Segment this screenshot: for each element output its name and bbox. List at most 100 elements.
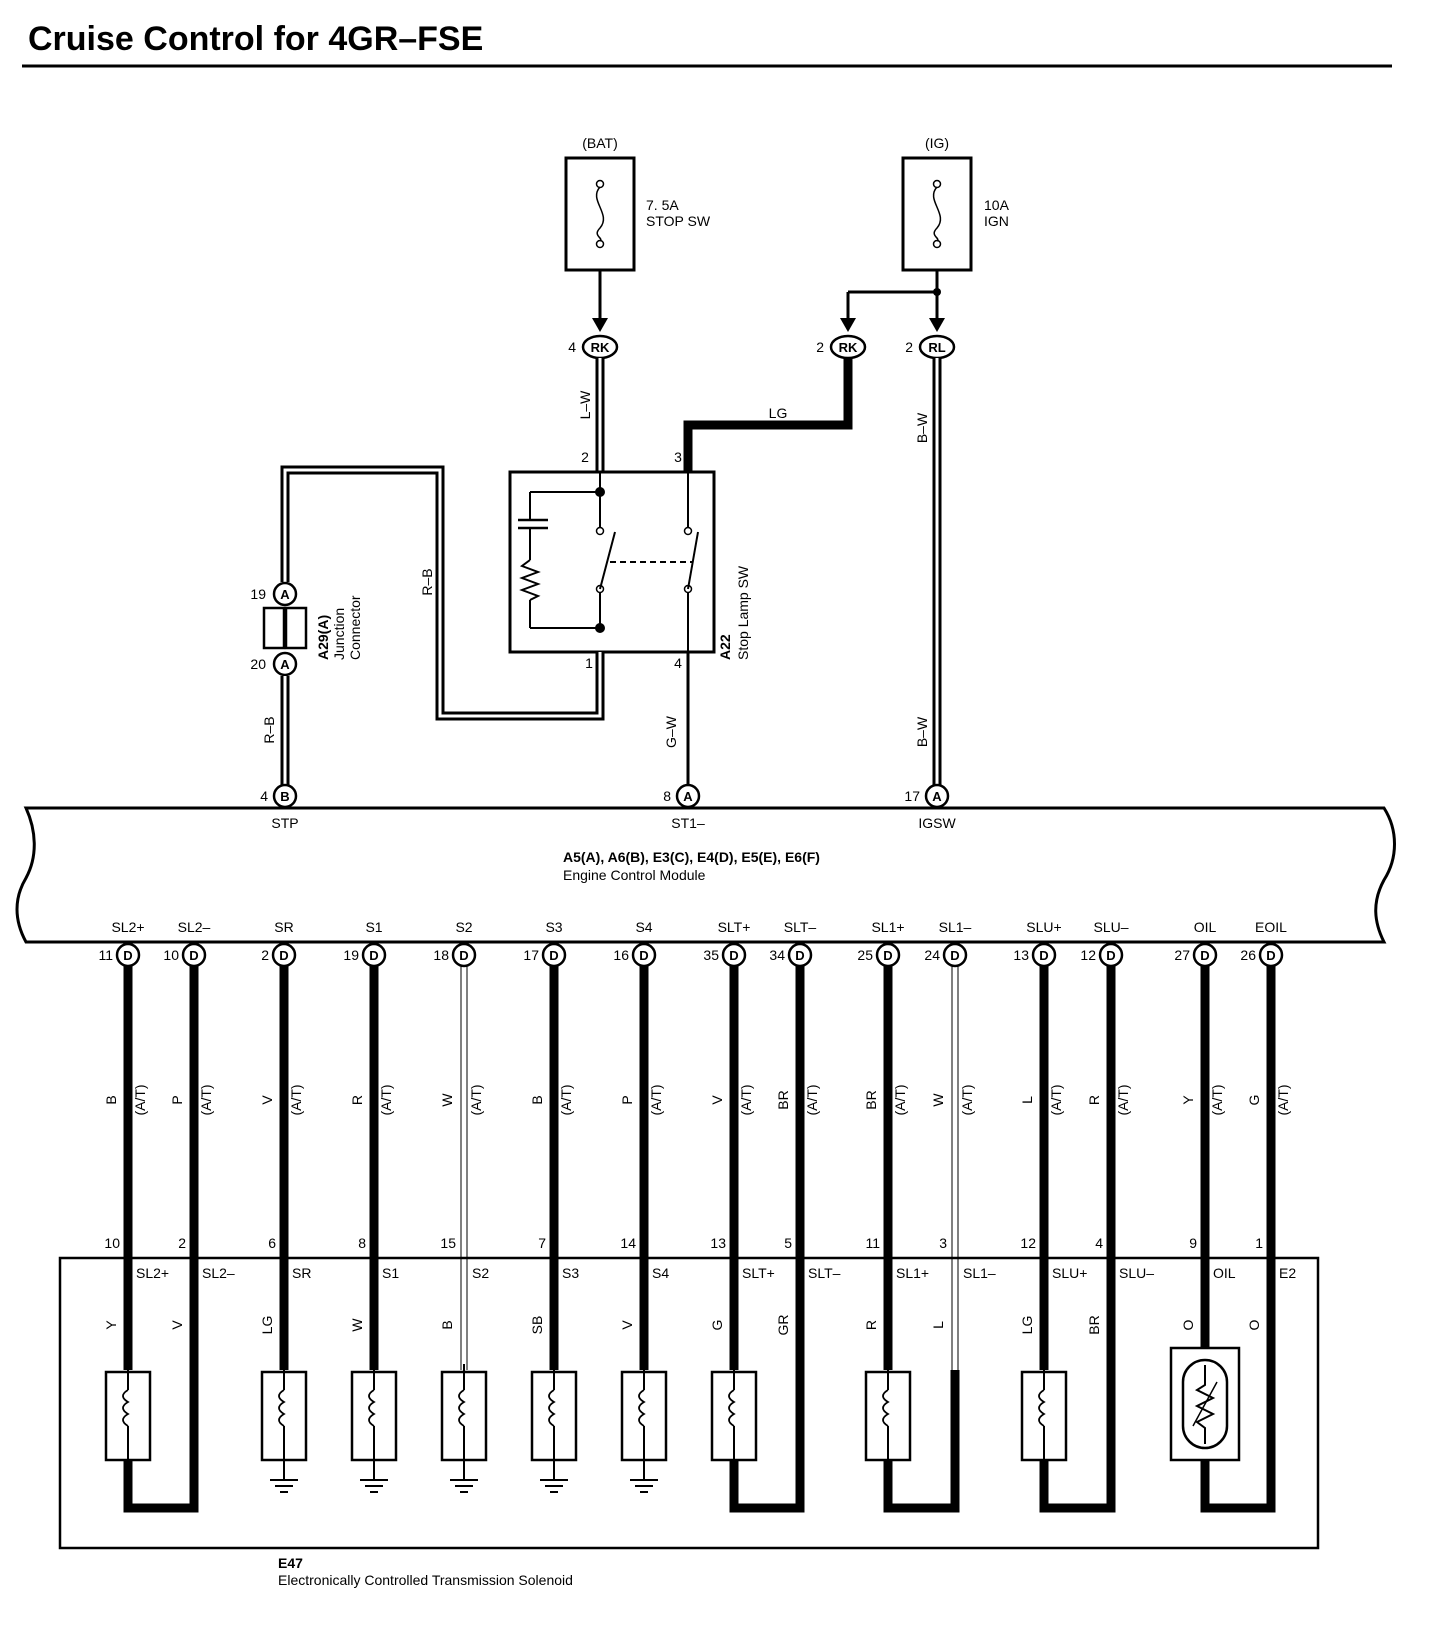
terminal-label: SLU– (1119, 1265, 1154, 1281)
terminal-label: SLT– (808, 1265, 841, 1281)
terminal-label: OIL (1194, 919, 1217, 935)
wire-color-label: B–W (914, 412, 930, 443)
e47-id: E47 (278, 1555, 303, 1571)
wire-note-label: (A/T) (959, 1084, 975, 1115)
pin-number: 3 (674, 449, 682, 465)
terminal-label: SLT+ (742, 1265, 775, 1281)
terminal-label: ST1– (671, 815, 705, 831)
ecm-pin-igsw: 17 A IGSW (904, 783, 956, 831)
pin-number: 35 (703, 947, 719, 963)
wire-note-label: (A/T) (804, 1084, 820, 1115)
solenoid-coil (530, 1364, 578, 1468)
pin-number: 4 (1095, 1235, 1103, 1251)
solenoid-coil (1020, 1364, 1068, 1468)
terminal-label: EOIL (1255, 919, 1287, 935)
connector-code: D (1106, 948, 1115, 963)
solenoid-coil (260, 1364, 308, 1468)
wire-note-label: (A/T) (648, 1084, 664, 1115)
component-name: Connector (347, 595, 363, 660)
wire-note-label: (A/T) (558, 1084, 574, 1115)
coil-icon (122, 1389, 130, 1427)
connector-code: RK (591, 340, 610, 355)
wire-color-label: V (709, 1095, 725, 1105)
connector-code: D (369, 948, 378, 963)
ground-icon (360, 1460, 388, 1493)
pin-number: 15 (440, 1235, 456, 1251)
wire-color-label: W (930, 1093, 946, 1107)
wire-color-label: R (1086, 1095, 1102, 1105)
connector-code: D (189, 948, 198, 963)
wire-color-label: LG (259, 1316, 275, 1335)
pin-number: 9 (1189, 1235, 1197, 1251)
connector-code: D (279, 948, 288, 963)
wire-color-label: B (103, 1095, 119, 1104)
pin-number: 11 (98, 947, 113, 963)
ecm-pin-st1: 8 A ST1– (663, 783, 705, 831)
pin-number: 2 (261, 947, 269, 963)
ecm-connector-ids: A5(A), A6(B), E3(C), E4(D), E5(E), E6(F) (563, 849, 820, 865)
wire-color-label: BR (863, 1090, 879, 1109)
fuse-icon (932, 186, 942, 242)
pin-number: 34 (769, 947, 785, 963)
wire-color-label: L–W (577, 390, 593, 420)
thermistor-icon (1194, 1365, 1216, 1444)
fuse-stop-sw: (BAT) 7. 5A STOP SW (564, 135, 711, 272)
pin-number: 1 (585, 655, 593, 671)
terminal-label: S2 (472, 1265, 489, 1281)
connector-rl-2: 2 RL (905, 334, 956, 360)
solenoid-return-wire (729, 1370, 805, 1513)
coil-icon (638, 1389, 646, 1427)
coil-icon (728, 1389, 736, 1427)
pin-number: 17 (523, 947, 539, 963)
pin-number: 3 (939, 1235, 947, 1251)
component-id: A29(A) (315, 615, 331, 660)
connector-code: D (950, 948, 959, 963)
connector-code: D (729, 948, 738, 963)
wire-note-label: (A/T) (1209, 1084, 1225, 1115)
wire-color-label: P (169, 1095, 185, 1104)
stop-lamp-switch: 2 3 1 4 A22 Stop Lamp SW (508, 449, 751, 671)
pin-number: 2 (581, 449, 589, 465)
fuse-source-ig: (IG) (925, 135, 949, 151)
wire-color-label: BR (775, 1090, 791, 1109)
wire-note-label: (A/T) (198, 1084, 214, 1115)
pin-number: 7 (538, 1235, 546, 1251)
connector-code: D (1200, 948, 1209, 963)
terminal-label: S4 (652, 1265, 669, 1281)
wire-note-label: (A/T) (1048, 1084, 1064, 1115)
pin-number: 4 (568, 339, 576, 355)
terminal-label: SLU+ (1052, 1265, 1087, 1281)
connector-code: D (639, 948, 648, 963)
solenoid-return-wire (1200, 1370, 1276, 1513)
solenoid-return-wire (123, 1370, 199, 1513)
oil-temp-sensor (1169, 1346, 1241, 1462)
ground-icon (540, 1460, 568, 1493)
connector-code: D (549, 948, 558, 963)
terminal-label: SL2+ (136, 1265, 169, 1281)
pin-number: 24 (924, 947, 940, 963)
terminal-label: SL1+ (871, 919, 904, 935)
ground-icon (630, 1460, 658, 1493)
fuse-source-bat: (BAT) (582, 135, 618, 151)
pin-number: 13 (710, 1235, 726, 1251)
arrow-icon (592, 318, 608, 332)
resistor-icon (519, 559, 541, 601)
coil-icon (458, 1389, 466, 1427)
pin-number: 2 (816, 339, 824, 355)
wire-color-label: V (259, 1095, 275, 1105)
fuse-name: STOP SW (646, 213, 711, 229)
connector-code: RL (928, 340, 945, 355)
switch-contact (599, 531, 616, 590)
terminal-label: SLU+ (1026, 919, 1061, 935)
coil-icon (882, 1389, 890, 1427)
wire-color-label: V (169, 1320, 185, 1330)
connector-code: D (1039, 948, 1048, 963)
terminal-label: STP (271, 815, 298, 831)
wire-color-label: GR (775, 1315, 791, 1336)
e47-name: Electronically Controlled Transmission S… (278, 1572, 573, 1588)
